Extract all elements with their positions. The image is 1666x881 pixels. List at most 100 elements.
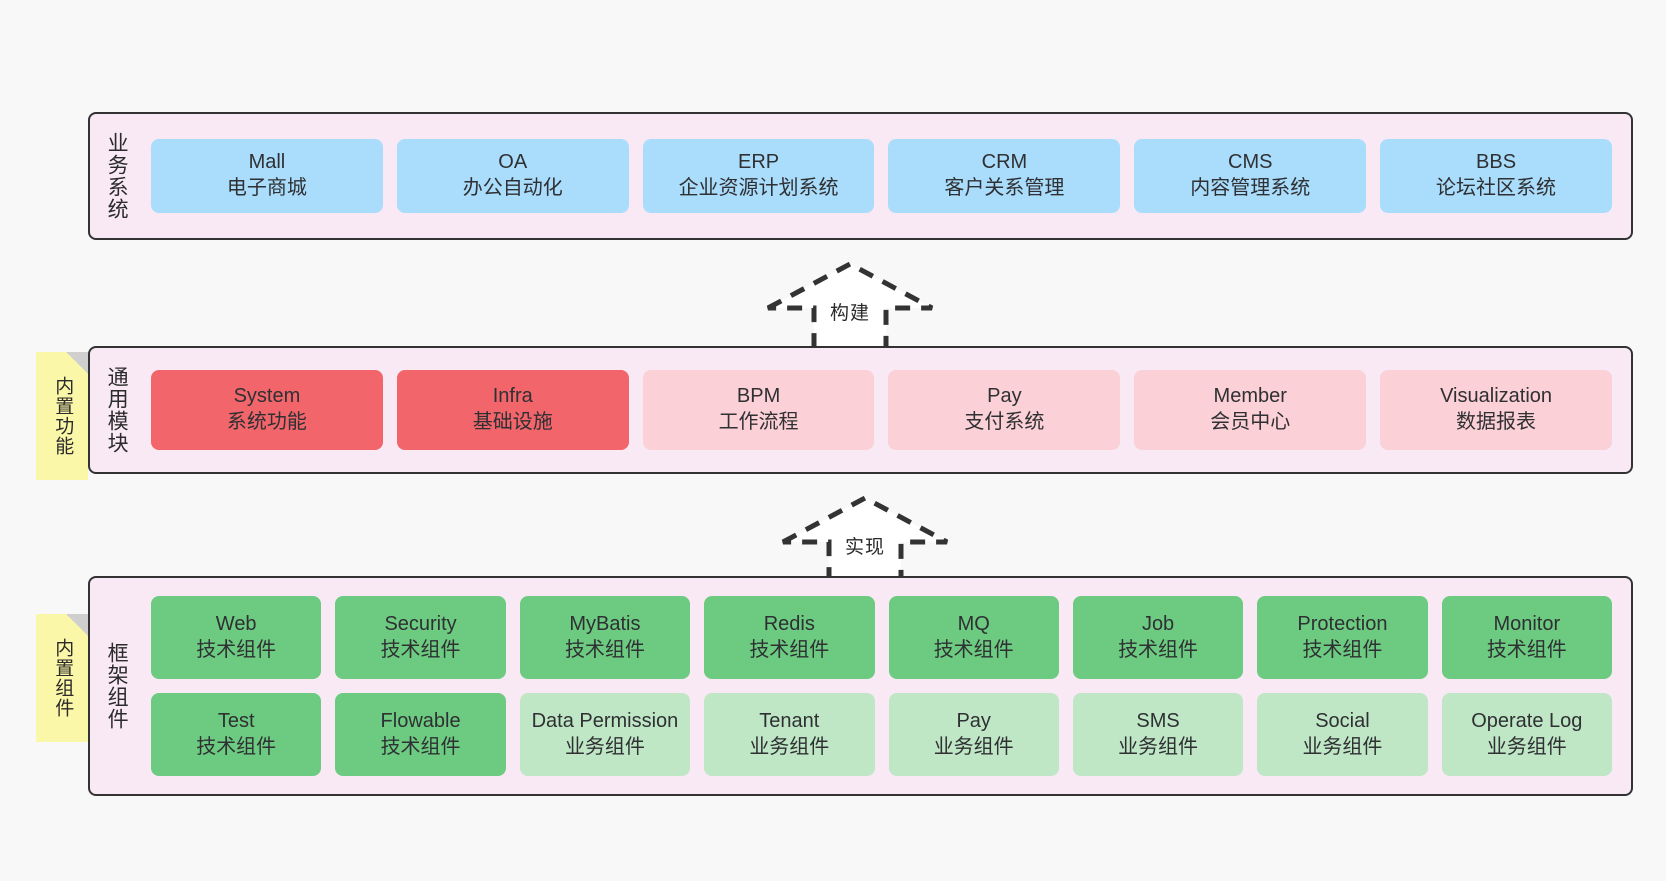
node-member[interactable]: Member 会员中心	[1134, 370, 1367, 450]
node-title: ERP	[738, 151, 780, 174]
node-title: Tenant	[759, 709, 820, 732]
node-subtitle: 企业资源计划系统	[678, 177, 839, 199]
sticky-note-label: 内置功能	[52, 376, 74, 456]
node-pay-component[interactable]: Pay 业务组件	[888, 693, 1059, 776]
node-title: System	[233, 385, 301, 408]
node-system[interactable]: System 系统功能	[151, 370, 383, 450]
node-title: Pay	[987, 385, 1022, 408]
node-mybatis[interactable]: MyBatis 技术组件	[519, 596, 691, 679]
node-protection[interactable]: Protection 技术组件	[1257, 596, 1428, 679]
cell-row: Mall 电子商城 OA 办公自动化 ERP 企业资源计划系统 CRM 客户关系…	[144, 139, 1619, 213]
layer-title-framework-components: 框架组件	[105, 642, 129, 730]
node-title: CMS	[1228, 151, 1273, 174]
node-subtitle: 电子商城	[226, 177, 307, 199]
arrow-build: 构建	[760, 258, 940, 361]
node-monitor[interactable]: Monitor 技术组件	[1441, 596, 1612, 679]
sticky-note-label: 内置组件	[52, 638, 74, 718]
node-redis[interactable]: Redis 技术组件	[704, 596, 875, 679]
layer-body-framework-components: Web 技术组件 Security 技术组件 MyBatis 技术组件 Redi…	[142, 578, 1631, 794]
node-crm[interactable]: CRM 客户关系管理	[888, 139, 1121, 213]
node-cms[interactable]: CMS 内容管理系统	[1134, 139, 1367, 213]
node-web[interactable]: Web 技术组件	[151, 596, 322, 679]
layer-body-common-modules: System 系统功能 Infra 基础设施 BPM 工作流程 Pay 支付系统…	[142, 348, 1631, 472]
node-subtitle: 技术组件	[749, 638, 830, 661]
node-subtitle: 技术组件	[380, 638, 461, 661]
node-test[interactable]: Test 技术组件	[151, 693, 322, 776]
node-title: BPM	[736, 385, 781, 408]
node-title: Mall	[248, 151, 286, 174]
layer-common-modules: 通用模块 System 系统功能 Infra 基础设施 BPM 工作流程 Pay…	[88, 346, 1633, 474]
node-operate-log[interactable]: Operate Log 业务组件	[1441, 693, 1612, 776]
node-subtitle: 客户关系管理	[944, 177, 1065, 199]
node-infra[interactable]: Infra 基础设施	[396, 370, 629, 450]
node-title: Visualization	[1440, 385, 1553, 408]
node-job[interactable]: Job 技术组件	[1072, 596, 1244, 679]
node-subtitle: 业务组件	[933, 735, 1014, 758]
node-subtitle: 论坛社区系统	[1436, 177, 1557, 199]
node-bbs[interactable]: BBS 论坛社区系统	[1380, 139, 1612, 213]
node-visualization[interactable]: Visualization 数据报表	[1380, 370, 1612, 450]
node-subtitle: 技术组件	[1302, 638, 1383, 661]
node-title: Protection	[1297, 612, 1388, 635]
node-pay[interactable]: Pay 支付系统	[888, 370, 1121, 450]
layer-framework-components: 框架组件 Web 技术组件 Security 技术组件 MyBatis 技术组件…	[88, 576, 1633, 796]
node-title: OA	[498, 151, 528, 174]
node-title: Infra	[492, 385, 533, 408]
node-subtitle: 技术组件	[1486, 638, 1567, 661]
node-subtitle: 基础设施	[472, 411, 553, 433]
node-oa[interactable]: OA 办公自动化	[396, 139, 629, 213]
node-erp[interactable]: ERP 企业资源计划系统	[642, 139, 875, 213]
node-subtitle: 技术组件	[380, 735, 461, 758]
node-title: Pay	[956, 709, 991, 732]
node-title: Test	[217, 709, 255, 732]
node-subtitle: 技术组件	[933, 638, 1014, 661]
layer-business-systems: 业务系统 Mall 电子商城 OA 办公自动化 ERP 企业资源计划系统 CRM…	[88, 112, 1633, 240]
node-subtitle: 业务组件	[749, 735, 830, 758]
node-title: Redis	[763, 612, 815, 635]
node-title: BBS	[1476, 151, 1517, 174]
node-title: Security	[384, 612, 457, 635]
node-subtitle: 业务组件	[1302, 735, 1383, 758]
node-mall[interactable]: Mall 电子商城	[151, 139, 383, 213]
node-subtitle: 业务组件	[1486, 735, 1567, 758]
layer-title-business-systems: 业务系统	[105, 132, 129, 220]
node-subtitle: 业务组件	[564, 735, 645, 758]
node-mq[interactable]: MQ 技术组件	[888, 596, 1059, 679]
node-subtitle: 系统功能	[226, 411, 307, 433]
node-security[interactable]: Security 技术组件	[335, 596, 506, 679]
node-data-permission[interactable]: Data Permission 业务组件	[519, 693, 691, 776]
cell-row: Web 技术组件 Security 技术组件 MyBatis 技术组件 Redi…	[144, 596, 1619, 679]
node-social[interactable]: Social 业务组件	[1257, 693, 1428, 776]
layer-title-common-modules: 通用模块	[105, 366, 129, 454]
node-title: CRM	[981, 151, 1028, 174]
node-title: Social	[1315, 709, 1370, 732]
node-subtitle: 技术组件	[196, 638, 277, 661]
node-title: Operate Log	[1471, 709, 1583, 732]
node-subtitle: 工作流程	[718, 411, 799, 433]
node-title: MyBatis	[569, 612, 641, 635]
node-title: Data Permission	[531, 709, 679, 732]
node-subtitle: 业务组件	[1118, 735, 1199, 758]
node-title: SMS	[1136, 709, 1180, 732]
node-title: Job	[1141, 612, 1175, 635]
node-flowable[interactable]: Flowable 技术组件	[335, 693, 506, 776]
node-subtitle: 技术组件	[1118, 638, 1199, 661]
node-subtitle: 支付系统	[964, 411, 1045, 433]
layer-body-business-systems: Mall 电子商城 OA 办公自动化 ERP 企业资源计划系统 CRM 客户关系…	[142, 114, 1631, 238]
node-title: Web	[215, 612, 257, 635]
node-title: Monitor	[1493, 612, 1561, 635]
cell-row: Test 技术组件 Flowable 技术组件 Data Permission …	[144, 693, 1619, 776]
node-subtitle: 技术组件	[564, 638, 645, 661]
node-title: MQ	[957, 612, 990, 635]
sticky-note-builtin-features: 内置功能	[36, 352, 88, 480]
sticky-note-builtin-components: 内置组件	[36, 614, 88, 742]
node-sms[interactable]: SMS 业务组件	[1072, 693, 1244, 776]
node-tenant[interactable]: Tenant 业务组件	[704, 693, 875, 776]
node-title: Flowable	[380, 709, 461, 732]
node-subtitle: 内容管理系统	[1190, 177, 1311, 199]
node-subtitle: 数据报表	[1456, 411, 1537, 433]
node-subtitle: 会员中心	[1210, 411, 1291, 433]
node-bpm[interactable]: BPM 工作流程	[642, 370, 875, 450]
node-title: Member	[1213, 385, 1287, 408]
